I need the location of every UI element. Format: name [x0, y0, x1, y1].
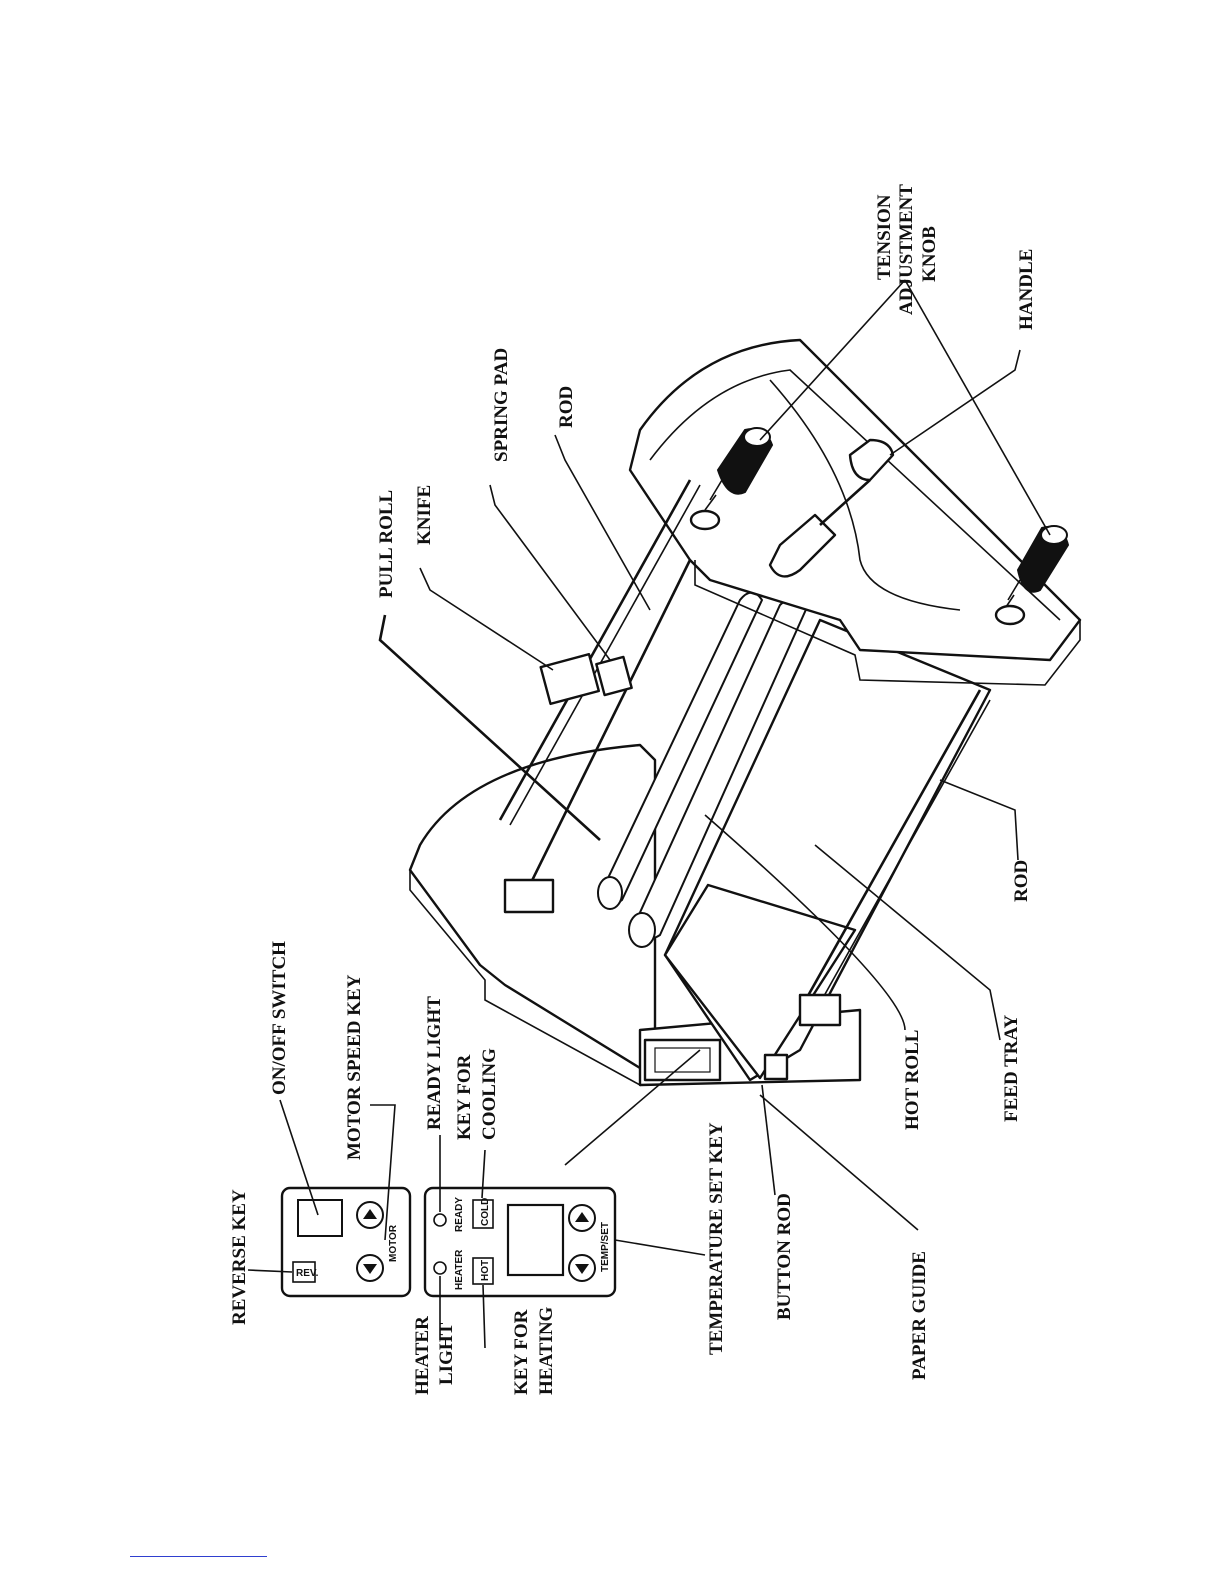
hot-roll-end	[629, 913, 655, 947]
control-panel-inset: REV. MOTOR HEATER READY HOT COLD TEMP/SE…	[282, 1188, 615, 1296]
label-ready-light: READY LIGHT	[424, 996, 445, 1130]
temp-set-label: TEMP/SET	[600, 1222, 611, 1272]
label-button-rod: BUTTON ROD	[774, 1193, 795, 1320]
label-on-off-switch: ON/OFF SWITCH	[269, 941, 290, 1095]
label-tension-2: ADJUSTMENT	[896, 184, 917, 315]
label-reverse-key: REVERSE KEY	[229, 1189, 250, 1325]
label-key-for-heating-2: HEATING	[536, 1306, 557, 1395]
lower-bracket	[800, 995, 840, 1025]
pull-roll-end	[598, 877, 622, 909]
ready-light-graphic	[434, 1214, 446, 1226]
label-handle: HANDLE	[1016, 249, 1037, 330]
label-feed-tray: FEED TRAY	[1001, 1015, 1022, 1122]
cold-key-label: COLD	[480, 1198, 491, 1226]
temperature-display	[508, 1205, 563, 1275]
label-rod-lower: ROD	[1011, 860, 1032, 902]
label-temperature-set-key: TEMPERATURE SET KEY	[706, 1122, 727, 1355]
label-heater-light-2: LIGHT	[436, 1322, 457, 1385]
machine-on-off-switch	[765, 1055, 787, 1079]
label-knife: KNIFE	[414, 485, 435, 545]
heater-light-graphic	[434, 1262, 446, 1274]
label-paper-guide: PAPER GUIDE	[909, 1251, 930, 1380]
rev-key-label: REV.	[296, 1268, 319, 1279]
label-key-for-cooling-2: COOLING	[479, 1048, 500, 1140]
label-hot-roll: HOT ROLL	[902, 1030, 923, 1130]
heater-label: HEATER	[454, 1249, 465, 1290]
label-tension-1: TENSION	[874, 194, 895, 280]
spring-pad-block	[596, 657, 631, 695]
knife-block	[541, 654, 599, 704]
ready-label: READY	[454, 1197, 465, 1232]
on-off-switch-graphic	[298, 1200, 342, 1236]
motor-label: MOTOR	[388, 1224, 399, 1262]
footer-link-underline[interactable]	[130, 1556, 267, 1557]
label-key-for-cooling-1: KEY FOR	[454, 1054, 475, 1140]
label-pull-roll: PULL ROLL	[376, 490, 397, 598]
hot-key-label: HOT	[480, 1260, 491, 1281]
label-motor-speed-key: MOTOR SPEED KEY	[344, 974, 365, 1160]
label-spring-pad: SPRING PAD	[491, 348, 512, 462]
label-tension-3: KNOB	[919, 226, 940, 282]
left-bracket	[505, 880, 553, 912]
label-rod-upper: ROD	[556, 386, 577, 428]
label-heater-light-1: HEATER	[412, 1316, 433, 1395]
label-key-for-heating-1: KEY FOR	[511, 1309, 532, 1395]
